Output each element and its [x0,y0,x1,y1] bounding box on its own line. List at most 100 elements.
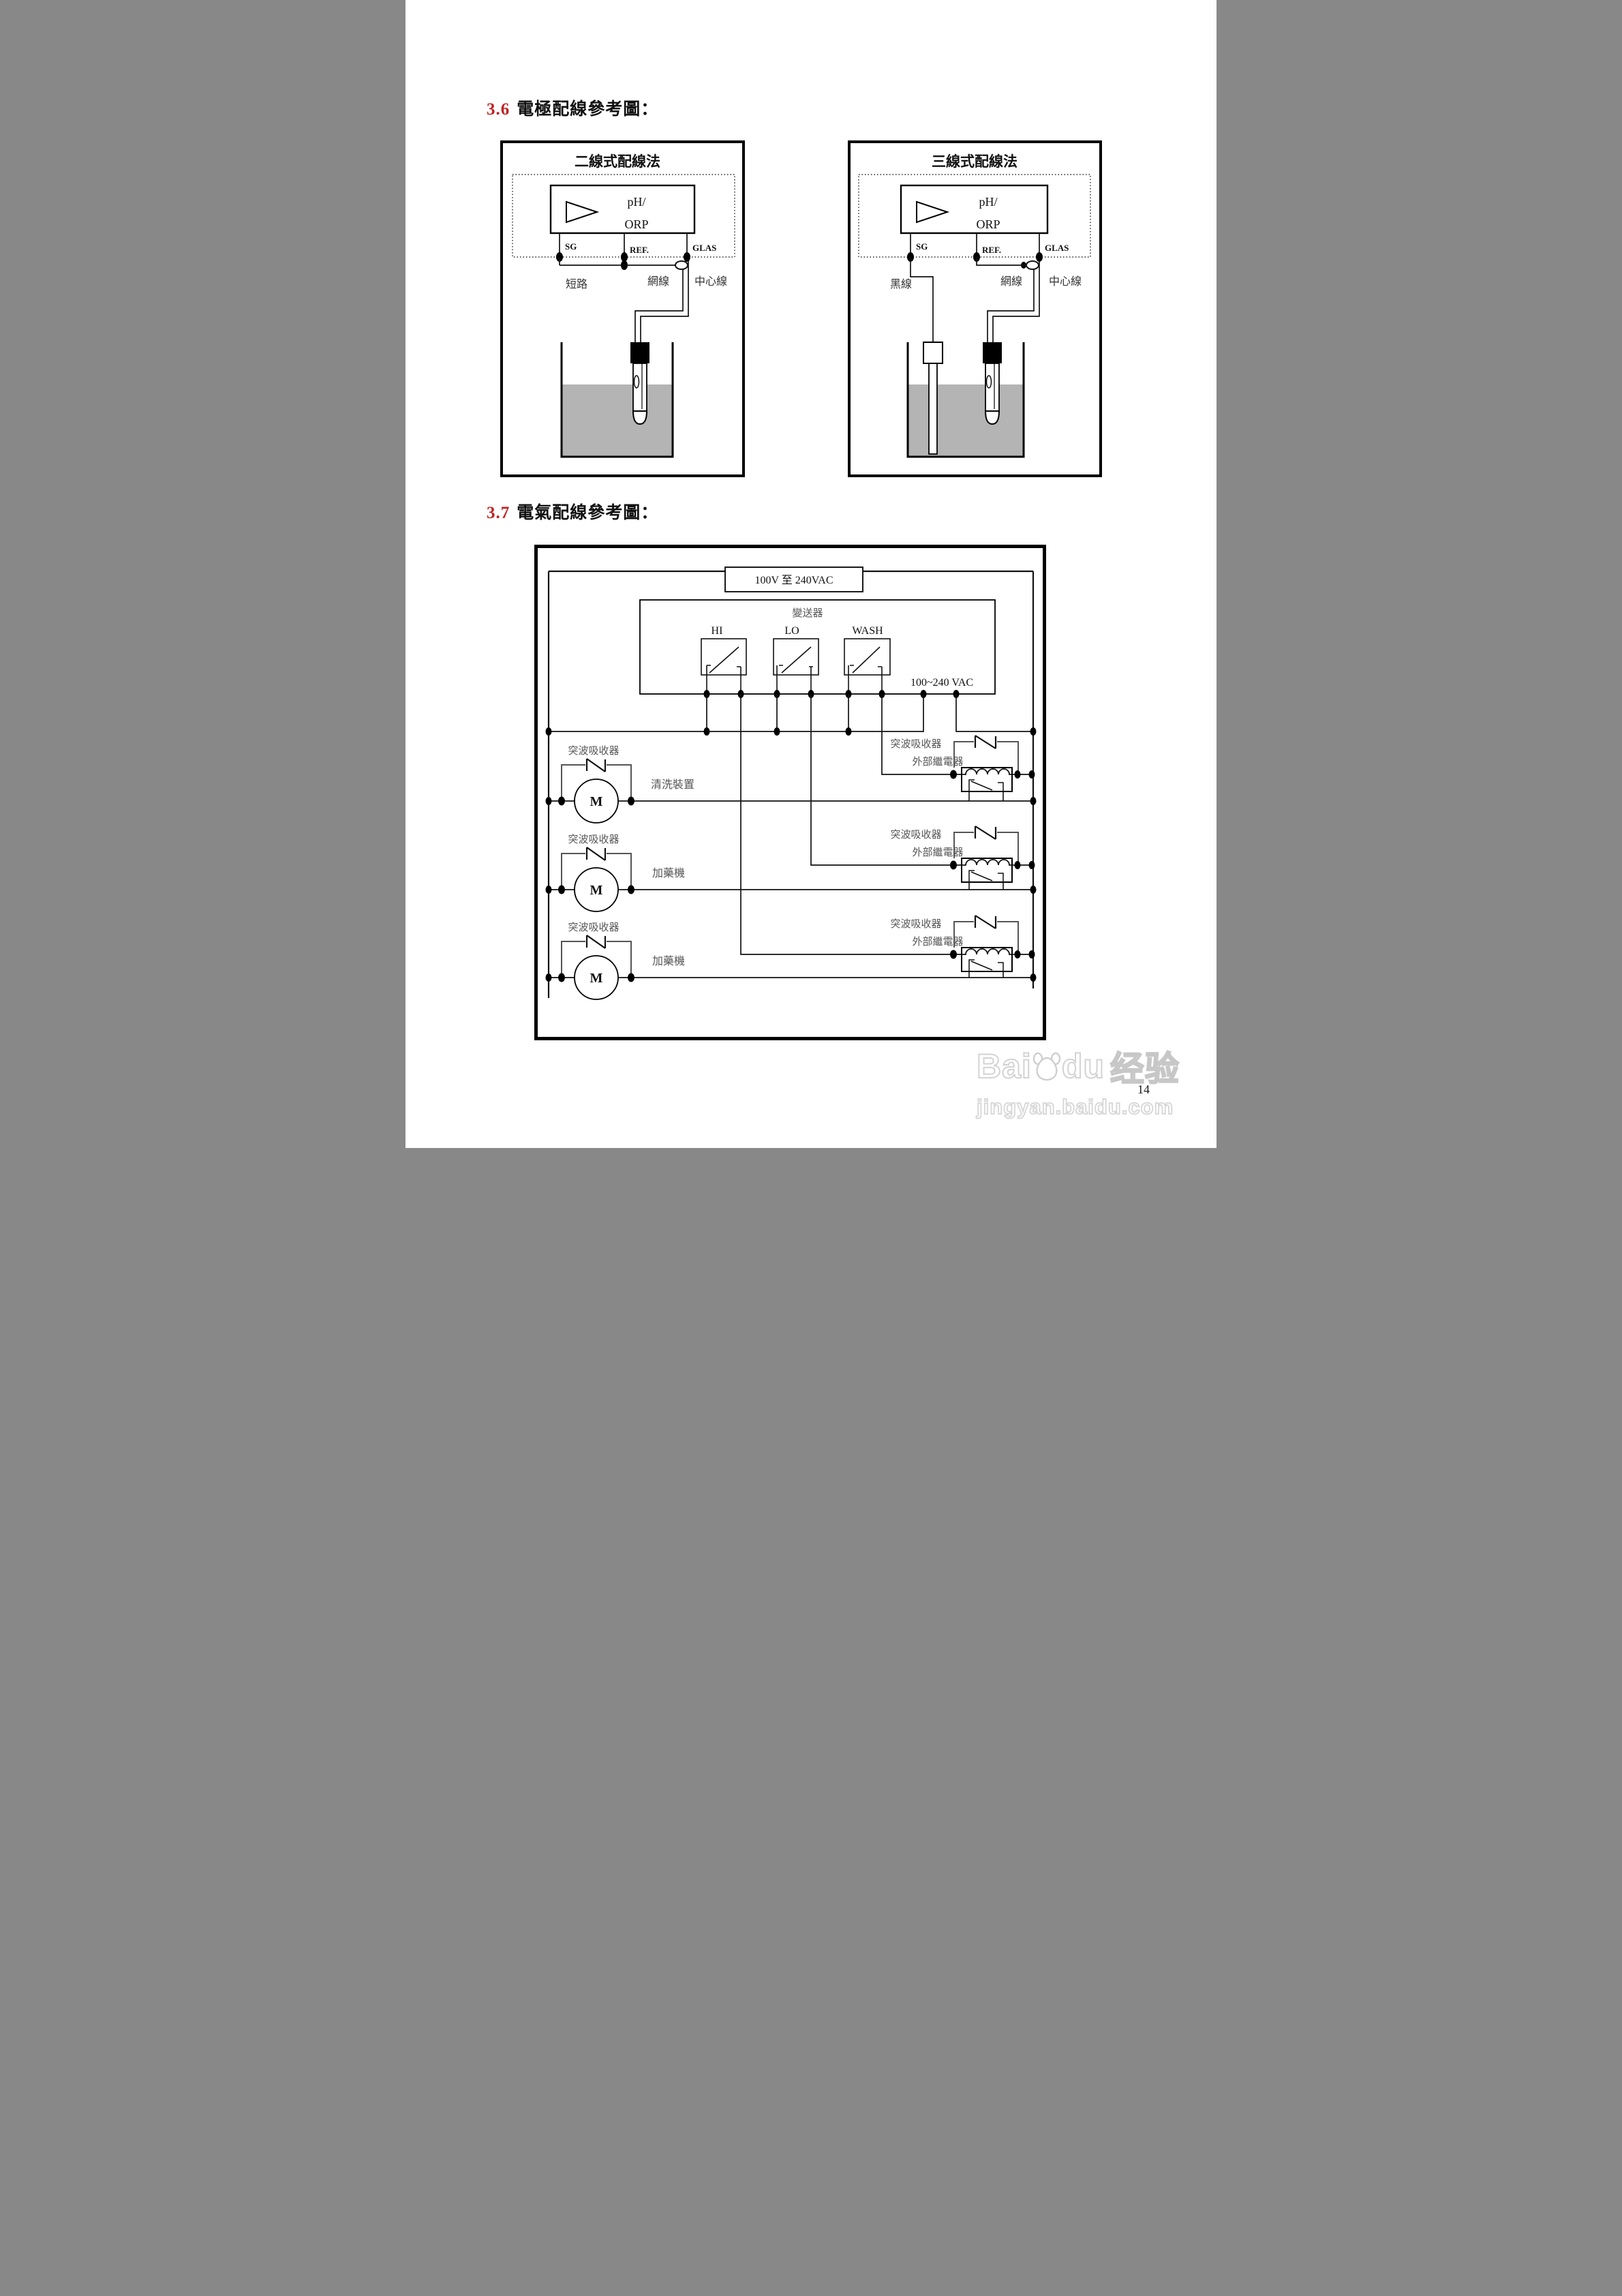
shield-label: 網線 [1000,275,1022,288]
coil-icon [953,859,1033,866]
surge-loop [953,832,1019,865]
terminal-dots [556,252,690,270]
surge-absorber-label: 突波吸收器 [568,745,619,757]
coax-cable-wires [634,261,689,342]
center-wire-label: 中心線 [1049,275,1082,288]
beaker [560,342,674,458]
relay-contact-boxes [701,638,891,676]
terminal-glas-label: GLAS [692,243,716,253]
dotted-boundary [512,174,735,258]
baidu-watermark: Bai du 经验 jingyan.baidu.com [976,1042,1202,1119]
page-number: 14 [1137,1083,1150,1096]
two-wire-diagram-box: 二線式配線法 pH/ ORP SG REF. GLAS [500,140,745,477]
supply-wires [549,694,1033,732]
external-relay-group-3: 突波吸收器 外部繼電器 [890,915,1035,978]
external-relay-group-1: 突波吸收器 外部繼電器 [890,735,1035,801]
relay-hi-contact-box [701,638,747,676]
surge-loop [561,941,632,978]
section-3-7-title: 電氣配線參考圖： [517,504,659,522]
terminal-sg-label: SG [916,241,928,252]
three-wire-title: 三線式配線法 [932,153,1017,170]
three-wire-diagram-box: 三線式配線法 pH/ ORP SG REF. GLAS [848,140,1102,477]
contact-stub-wires [968,971,1004,978]
reference-electrode [923,342,943,455]
baidu-jingyan-text: 经验 [1110,1049,1180,1089]
section-3-6-title: 電極配線參考圖： [517,100,659,119]
baidu-logo: Bai du 经验 [976,1042,1202,1091]
motor-label: M [590,883,603,898]
device-label-orp: ORP [976,217,1000,231]
coil-icon [953,768,1033,775]
manual-page: 3.6 電極配線參考圖： 二線式配線法 pH/ ORP SG REF. GLAS [406,0,1216,1148]
vac-label: 100~240 VAC [911,677,973,689]
power-source-label: 100V 至 240VAC [755,575,833,586]
transmitter-label: 變送器 [792,607,823,619]
coil-dots [950,860,1035,870]
surge-absorber-label: 突波吸收器 [890,738,941,750]
surge-loop [561,764,632,801]
short-circuit-wire [559,257,688,270]
motor-label: M [590,971,603,986]
ref-glas-wires [976,257,1040,342]
relay-contact-icon [968,959,1004,971]
electrode [630,342,649,425]
ph-orp-instrument: pH/ ORP [900,184,1049,235]
section-3-6-number: 3.6 [487,100,510,119]
surge-absorber-label: 突波吸收器 [568,834,619,845]
two-wire-diagram: 二線式配線法 pH/ ORP SG REF. GLAS [512,153,735,458]
surge-icon [974,735,997,749]
short-label: 短路 [566,278,587,290]
electrode-cap [983,342,1002,363]
coil-icon [953,948,1033,955]
surge-icon [974,826,997,840]
device-label-ph: pH/ [979,195,998,209]
power-source: 100V 至 240VAC [724,567,863,592]
electrode-cap-white [923,342,943,364]
relay-wash-label: WASH [852,625,883,637]
three-wire-diagram: 三線式配線法 pH/ ORP SG REF. GLAS [858,153,1091,458]
shield-label: 網線 [647,275,669,288]
terminal-ref-label: REF. [630,245,649,255]
coil-dots [950,950,1035,959]
amplifier-icon [916,200,950,224]
terminal-ref-label: REF. [982,245,1001,255]
row-device-label: 加藥機 [652,867,685,879]
amplifier-icon [566,200,600,224]
relay-hi-label: HI [711,625,723,637]
row-device-label: 清洗裝置 [651,779,694,791]
shield-ring-icon [675,260,688,270]
surge-absorber-label: 突波吸收器 [890,918,941,930]
surge-absorber-label: 突波吸收器 [890,829,941,841]
row-dots [545,885,1037,894]
motor-row-3: 突波吸收器 M 加藥機 [545,922,1037,1000]
relay-output-wires [740,694,953,955]
surge-loop [953,921,1019,954]
baidu-paw-icon [1032,1052,1061,1081]
two-wire-title: 二線式配線法 [575,153,660,170]
relay-coil-box [961,858,1013,883]
device-label-ph: pH/ [628,195,646,209]
surge-loop [561,853,632,890]
terminal-sg-label: SG [565,241,577,252]
beaker [906,342,1025,458]
baidu-logo-text-left: Bai [976,1046,1032,1086]
shield-ring-icon [1026,260,1039,270]
relay-coil-box [961,767,1013,792]
electrode-bulb [632,410,648,425]
coil-dots [950,770,1035,779]
electrode-cap [630,342,649,363]
relay-wash-contact-box [844,638,891,676]
center-wire-label: 中心線 [694,275,727,288]
ph-orp-instrument: pH/ ORP [549,184,696,235]
glass-electrode [983,342,1002,425]
transmitter: 變送器 HI LO WASH [639,599,996,695]
surge-icon [585,758,607,772]
electrical-diagram: 100V 至 240VAC 變送器 HI LO WASH [545,567,1037,1000]
terminal-wires [706,665,883,694]
external-relay-label: 外部繼電器 [912,756,963,768]
baidu-watermark-url: jingyan.baidu.com [976,1094,1174,1119]
surge-loop [953,741,1019,774]
section-3-7-number: 3.7 [487,504,510,522]
terminal-dots [907,252,1043,269]
motor-row-2: 突波吸收器 M 加藥機 [545,834,1037,912]
